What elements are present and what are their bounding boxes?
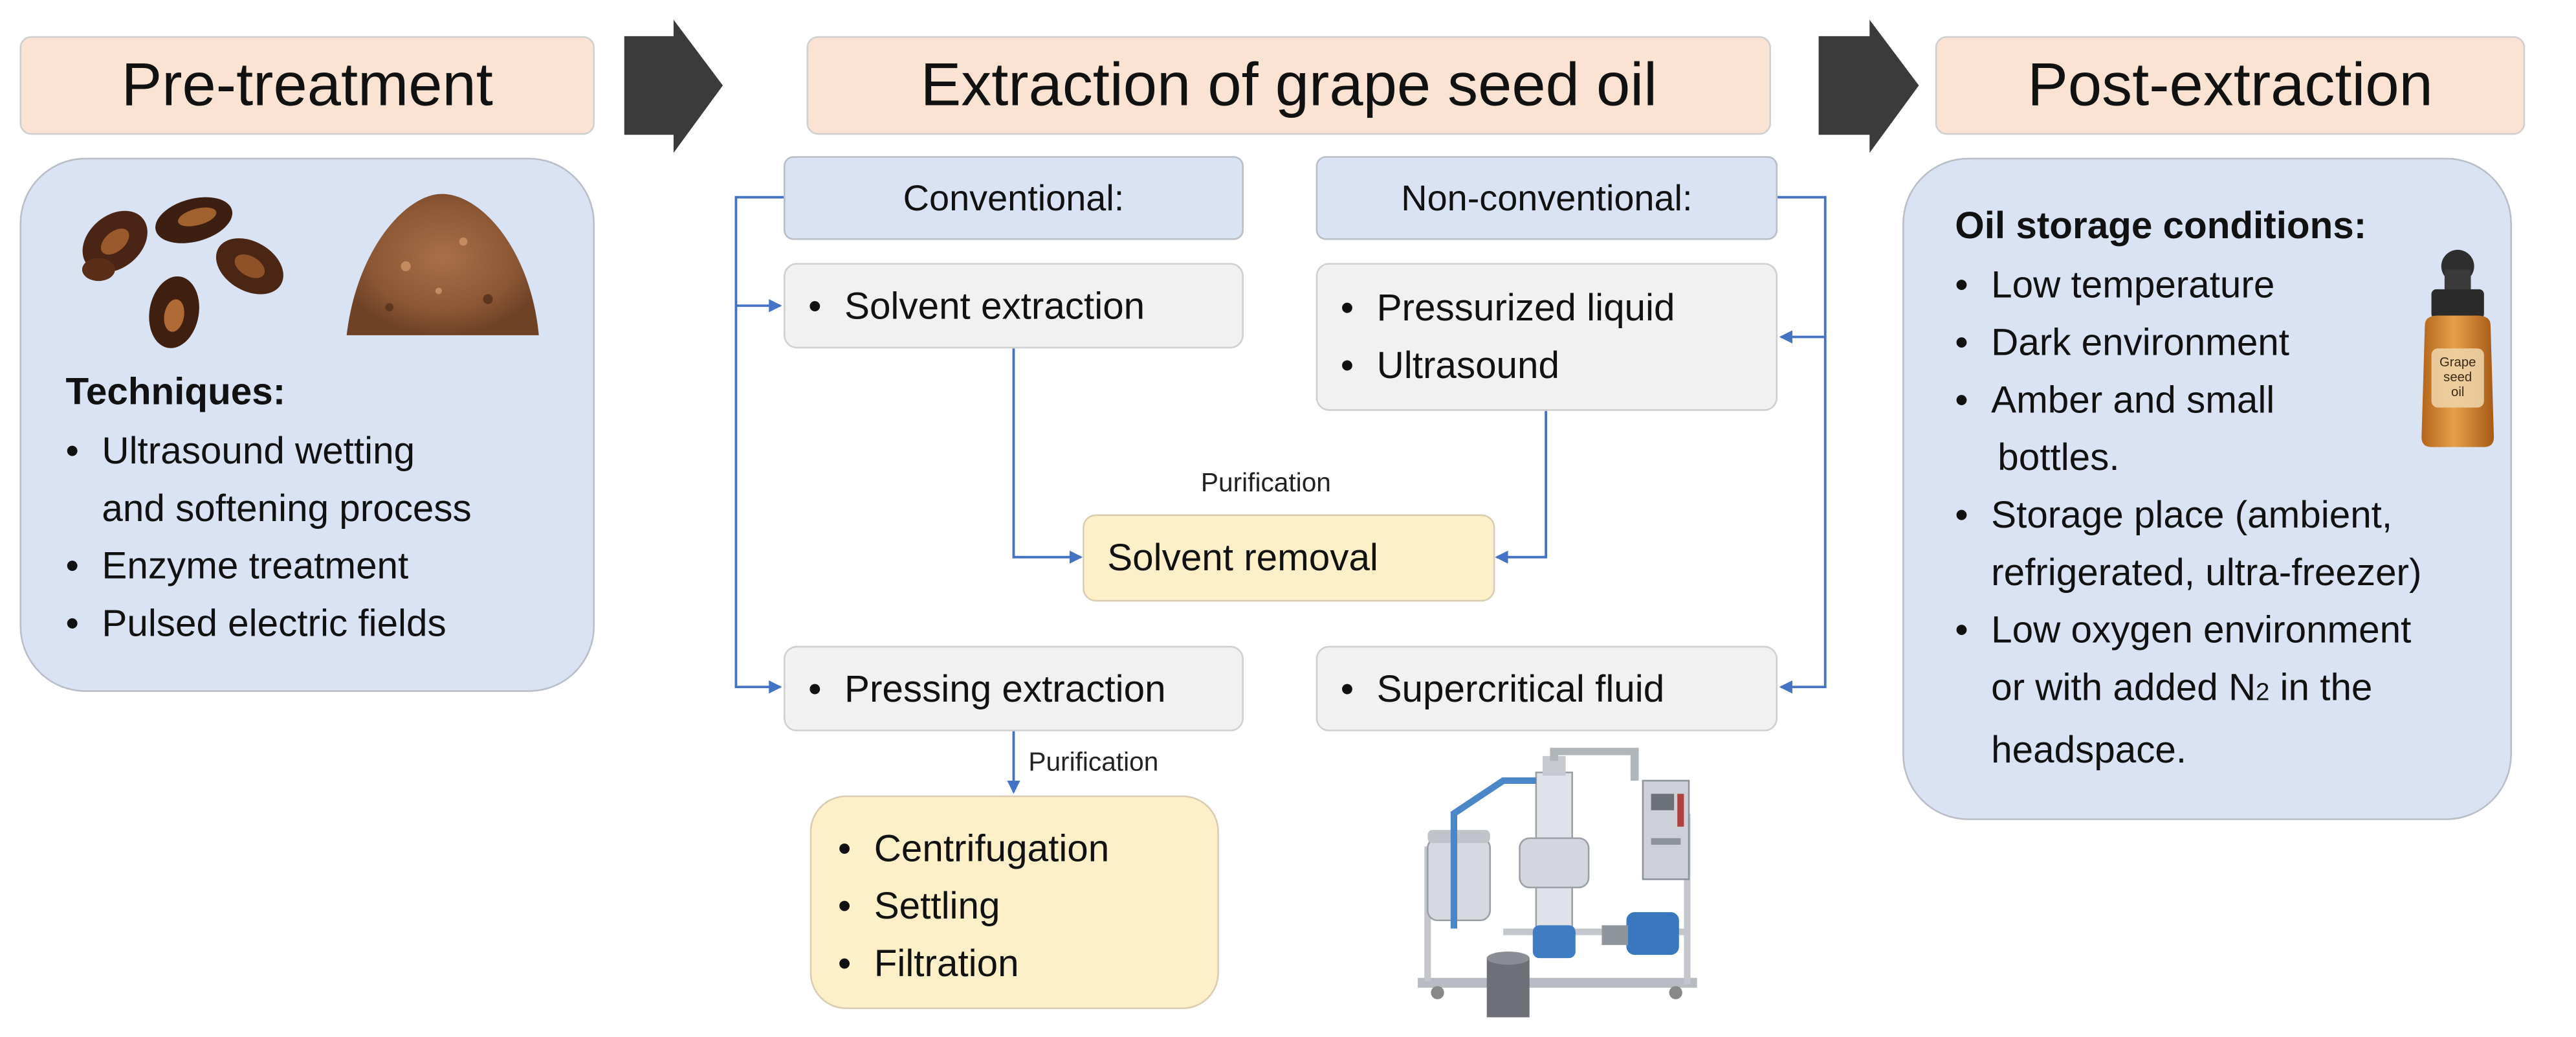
- storage-item: Low oxygen environment: [1952, 601, 2502, 659]
- conventional-label-text: Conventional:: [903, 176, 1125, 218]
- technique-item: Pulsed electric fields: [62, 595, 588, 652]
- centrifugation-item: Centrifugation: [835, 820, 1218, 878]
- bottle-label-line: oil: [2451, 385, 2464, 399]
- header-post-text: Post-extraction: [2027, 50, 2433, 118]
- nonconventional-label: Non-conventional:: [1316, 156, 1778, 240]
- n2-prefix: or with added N: [1991, 665, 2256, 709]
- solvent-extraction-box: Solvent extraction: [784, 263, 1244, 349]
- connector-solvent-removal-left: [1012, 348, 1083, 564]
- supercritical-fluid-item: Supercritical fluid: [1338, 661, 1776, 719]
- filtration-item: Filtration: [835, 935, 1218, 993]
- techniques-title: Techniques:: [65, 370, 286, 413]
- storage-item-continued: bottles.: [1998, 435, 2120, 478]
- connector-solvent-removal-right: [1495, 410, 1548, 564]
- purification-methods-box: Centrifugation Settling Filtration: [809, 795, 1219, 1009]
- n2-subscript: 2: [2256, 678, 2270, 707]
- header-extraction: Extraction of grape seed oil: [806, 36, 1771, 135]
- solvent-extraction-item: Solvent extraction: [805, 278, 1242, 335]
- header-extraction-text: Extraction of grape seed oil: [920, 50, 1657, 118]
- technique-item-continued: and softening process: [102, 486, 472, 530]
- process-arrow-icon: [1818, 19, 1919, 153]
- grape-seeds-icon: [82, 197, 283, 348]
- bottle-label-line: seed: [2443, 370, 2472, 385]
- connector-conventional: [734, 195, 784, 694]
- purification-label: Purification: [1200, 470, 1331, 498]
- settling-item: Settling: [835, 878, 1218, 935]
- solvent-removal-box: Solvent removal: [1083, 514, 1495, 602]
- storage-item-continued: refrigerated, ultra-freezer): [1991, 550, 2422, 594]
- process-arrow-icon: [624, 19, 723, 153]
- header-pretreatment-text: Pre-treatment: [121, 50, 493, 118]
- storage-item-continued: or with added N2 in the: [1952, 659, 2502, 721]
- storage-item: Storage place (ambient,: [1952, 487, 2502, 544]
- ultrasound-item: Ultrasound: [1338, 337, 1776, 394]
- storage-item: Dark environment: [1952, 314, 2502, 372]
- connector-nonconventional: [1778, 195, 1827, 694]
- extraction-machine-icon: [1418, 748, 1697, 1018]
- nonconventional-box: Pressurized liquid Ultrasound: [1316, 263, 1778, 411]
- techniques-list: Ultrasound wetting and softening process…: [62, 422, 588, 652]
- pressing-extraction-box: Pressing extraction: [784, 645, 1244, 731]
- seed-powder-icon: [346, 194, 539, 335]
- storage-item-continued: headspace.: [1991, 728, 2187, 771]
- header-post-extraction: Post-extraction: [1935, 36, 2526, 135]
- purification-label: Purification: [1028, 749, 1159, 777]
- storage-item: Amber and small: [1952, 372, 2502, 429]
- conventional-label: Conventional:: [784, 156, 1244, 240]
- storage-title: Oil storage conditions:: [1955, 203, 2367, 247]
- header-pretreatment: Pre-treatment: [19, 36, 595, 135]
- pressing-extraction-item: Pressing extraction: [805, 661, 1242, 719]
- technique-item: Ultrasound wetting: [62, 422, 588, 480]
- pressurized-liquid-item: Pressurized liquid: [1338, 280, 1776, 337]
- nonconventional-label-text: Non-conventional:: [1401, 176, 1693, 218]
- storage-conditions-list: Low temperature Dark environment Amber a…: [1952, 256, 2502, 779]
- bottle-label-line: Grape: [2439, 355, 2476, 370]
- oil-bottle-icon: Grape seed oil: [2421, 249, 2494, 447]
- solvent-removal-text: Solvent removal: [1107, 535, 1378, 579]
- n2-suffix: in the: [2269, 665, 2373, 709]
- supercritical-fluid-box: Supercritical fluid: [1316, 645, 1778, 731]
- storage-item: Low temperature: [1952, 256, 2502, 314]
- technique-item: Enzyme treatment: [62, 537, 588, 595]
